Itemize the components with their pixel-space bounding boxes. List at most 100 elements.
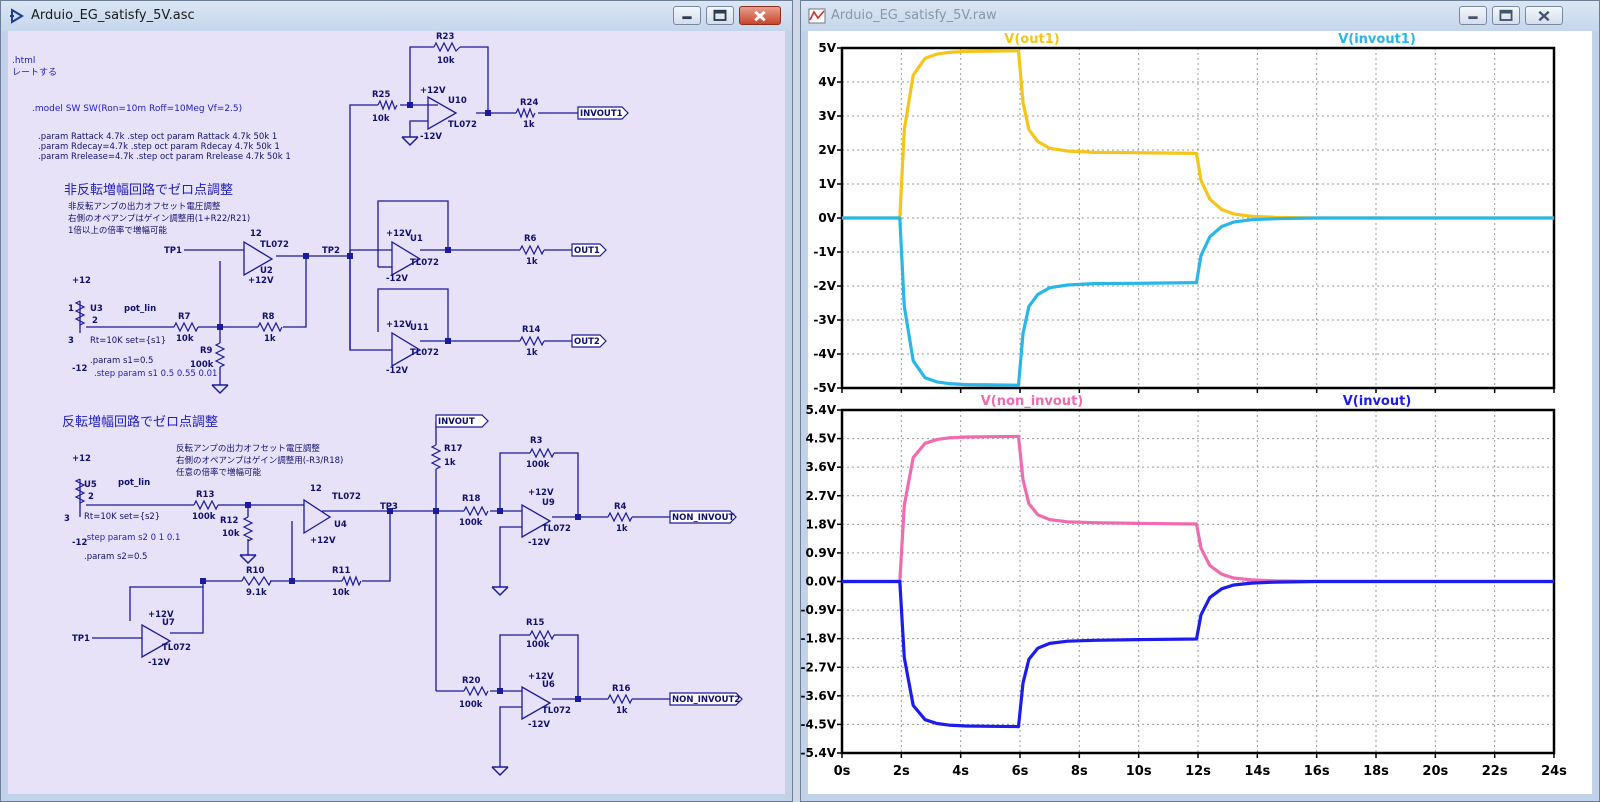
pot-u3-name: U3 (90, 304, 103, 314)
r18-name: R18 (462, 494, 480, 504)
note2-line2: 右側のオペアンプはゲイン調整用(-R3/R18) (176, 455, 343, 466)
r9-name: R9 (200, 346, 213, 356)
port-invout: INVOUT (438, 417, 475, 427)
r12-name: R12 (220, 516, 238, 526)
r6-name: R6 (524, 234, 537, 244)
waveform-plots[interactable]: 5V4V3V2V1V0V-1V-2V-3V-4V-5VV(out1)V(invo… (800, 31, 1594, 796)
r17-value: 1k (444, 458, 456, 468)
r15-name: R15 (526, 618, 544, 628)
port-invout1: INVOUT1 (580, 109, 623, 119)
y-tick-label: -0.9V (800, 603, 836, 617)
opamp-u2-model: TL072 (260, 240, 289, 250)
opamp-u11-name: U11 (410, 323, 429, 333)
opamp-u10-model: TL072 (448, 120, 477, 130)
u9-pos-supply: +12V (528, 488, 554, 498)
schematic-close-button[interactable] (739, 6, 781, 25)
u9-neg-supply: -12V (528, 538, 550, 548)
series-line-v-out1-[interactable] (842, 49, 1554, 220)
port-out1: OUT1 (574, 246, 600, 256)
y-tick-label: 1.8V (805, 517, 836, 531)
note1-line1: 非反転アンプの出力オフセット電圧調整 (68, 201, 221, 212)
pot-u5-pin3: 3 (64, 514, 70, 524)
waveform-maximize-button[interactable] (1492, 6, 1520, 25)
param-rattack: .param Rattack 4.7k .step oct param Ratt… (38, 132, 277, 142)
directive-step-s1: .step param s1 0.5 0.55 0.01 (94, 369, 217, 379)
x-tick-label: 24s (1541, 764, 1567, 779)
y-tick-label: 3V (818, 109, 836, 123)
waveform-close-button[interactable] (1525, 6, 1563, 25)
pot-u5-pin2: 2 (88, 492, 94, 502)
r7-value: 10k (176, 334, 194, 344)
opamp-u1-model: TL072 (410, 258, 439, 268)
schematic-canvas[interactable]: .html レートする .model SW SW(Ron=10m Roff=10… (8, 31, 785, 794)
r24-name: R24 (520, 98, 538, 108)
waveform-title: Arduio_EG_satisfy_5V.raw (831, 8, 997, 23)
y-tick-label: 1V (818, 177, 836, 191)
r20-name: R20 (462, 676, 480, 686)
x-tick-label: 16s (1304, 764, 1330, 779)
legend-entry[interactable]: V(invout) (1343, 394, 1412, 409)
note1-line2: 右側のオペアンプはゲイン調整用(1+R22/R21) (68, 213, 250, 224)
opamp-u7-name: U7 (162, 618, 175, 628)
schematic-drawing[interactable]: .html レートする .model SW SW(Ron=10m Roff=10… (8, 31, 787, 796)
y-tick-label: 5.4V (805, 403, 836, 417)
y-tick-label: -5V (813, 381, 836, 395)
series-line-v-invout-[interactable] (842, 579, 1554, 729)
opamp-u4-model: TL072 (332, 492, 361, 502)
u7-neg-supply: -12V (148, 658, 170, 668)
r4-value: 1k (616, 524, 628, 534)
plot-pane-top[interactable]: 5V4V3V2V1V0V-1V-2V-3V-4V-5VV(out1)V(invo… (813, 32, 1556, 395)
junctions (200, 102, 581, 702)
schematic-app-icon (10, 8, 24, 24)
waveform-minimize-button[interactable] (1459, 6, 1487, 25)
schematic-minimize-button[interactable] (673, 6, 701, 25)
u1-pos-supply: +12V (386, 229, 412, 239)
pot-u5-name: U5 (84, 480, 97, 490)
legend-entry[interactable]: V(non_invout) (981, 394, 1083, 409)
r13-value: 100k (192, 512, 216, 522)
r11-value: 10k (332, 588, 350, 598)
r4-name: R4 (614, 502, 627, 512)
legend-entry[interactable]: V(invout1) (1338, 32, 1416, 47)
port-non-invout2: NON_INVOUT2 (672, 695, 740, 705)
r14-value: 1k (526, 348, 538, 358)
x-tick-label: 10s (1126, 764, 1152, 779)
x-tick-label: 12s (1185, 764, 1211, 779)
schematic-titlebar[interactable]: Arduio_EG_satisfy_5V.asc (1, 1, 792, 31)
directive-model: .model SW SW(Ron=10m Roff=10Meg Vf=2.5) (32, 104, 242, 114)
r11-name: R11 (332, 566, 350, 576)
r16-name: R16 (612, 684, 630, 694)
x-tick-label: 20s (1422, 764, 1448, 779)
x-tick-label: 22s (1482, 764, 1508, 779)
u11-neg-supply: -12V (386, 366, 408, 376)
heading-inverting: 反転増幅回路でゼロ点調整 (62, 414, 218, 430)
u7-pos-supply: +12V (148, 610, 174, 620)
x-tick-label: 14s (1244, 764, 1270, 779)
y-tick-label: -3.6V (800, 689, 836, 703)
u10-pos-supply: +12V (420, 86, 446, 96)
y-tick-label: -4V (813, 347, 836, 361)
x-tick-label: 6s (1012, 764, 1029, 779)
param-rrelease: .param Rrelease=4.7k .step oct param Rre… (38, 152, 291, 162)
port-non-invout: NON_INVOUT (672, 513, 735, 523)
note1-line3: 1倍以上の倍率で増幅可能 (68, 225, 167, 236)
series-line-v-non-invout-[interactable] (842, 434, 1554, 584)
directive-param-s2: .param s2=0.5 (84, 552, 147, 562)
y-tick-label: 2V (818, 143, 836, 157)
r25-name: R25 (372, 90, 390, 100)
directive-step-s2: .step param s2 0 1 0.1 (84, 533, 180, 543)
resistor-symbols (74, 41, 633, 705)
r14-name: R14 (522, 325, 540, 335)
opamp-u6-model: TL072 (542, 706, 571, 716)
r9-value: 100k (190, 360, 214, 370)
schematic-maximize-button[interactable] (706, 6, 734, 25)
x-tick-label: 8s (1071, 764, 1088, 779)
waveform-titlebar[interactable]: Arduio_EG_satisfy_5V.raw (801, 1, 1599, 31)
r3-value: 100k (526, 460, 550, 470)
x-tick-label: 18s (1363, 764, 1389, 779)
series-line-v-invout1-[interactable] (842, 216, 1554, 387)
legend-entry[interactable]: V(out1) (1004, 32, 1059, 47)
param-rdecay: .param Rdecay=4.7k .step oct param Rdeca… (38, 142, 280, 152)
